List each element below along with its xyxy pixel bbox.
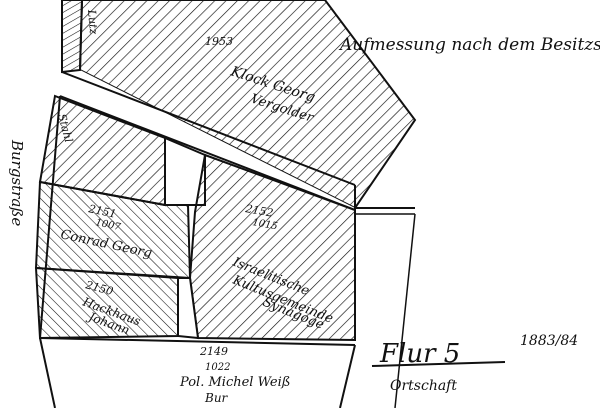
plan-title: Aufmessung nach dem Besitzstand xyxy=(338,35,600,55)
map-year: 1883/84 xyxy=(520,333,578,349)
parcel-1953-number: 1953 xyxy=(205,35,233,48)
parcel-topleft-owner: Lutz xyxy=(85,8,100,35)
map-title-underline xyxy=(371,361,506,367)
parcel-2152-area: 1015 xyxy=(251,217,278,232)
parcel-2149-area: 1022 xyxy=(205,362,230,373)
street-label: Burgstraße xyxy=(8,139,26,226)
parcel-2150-annex xyxy=(177,277,200,340)
parcel-topleft xyxy=(61,0,84,74)
parcel-2149-owner-1: Pol. Michel Weiß xyxy=(179,375,290,390)
parcel-2149-number: 2149 xyxy=(199,345,228,358)
map-subtitle: Ortschaft xyxy=(390,378,457,394)
parcel-2149-owner-2: Bur xyxy=(204,391,229,405)
parcel-2151-number: 2151 xyxy=(86,202,117,221)
parcel-2151-area: 1007 xyxy=(94,217,122,233)
street-band xyxy=(60,70,355,210)
parcel-2151 xyxy=(34,180,192,280)
parcel-2152-number: 2152 xyxy=(243,202,274,220)
